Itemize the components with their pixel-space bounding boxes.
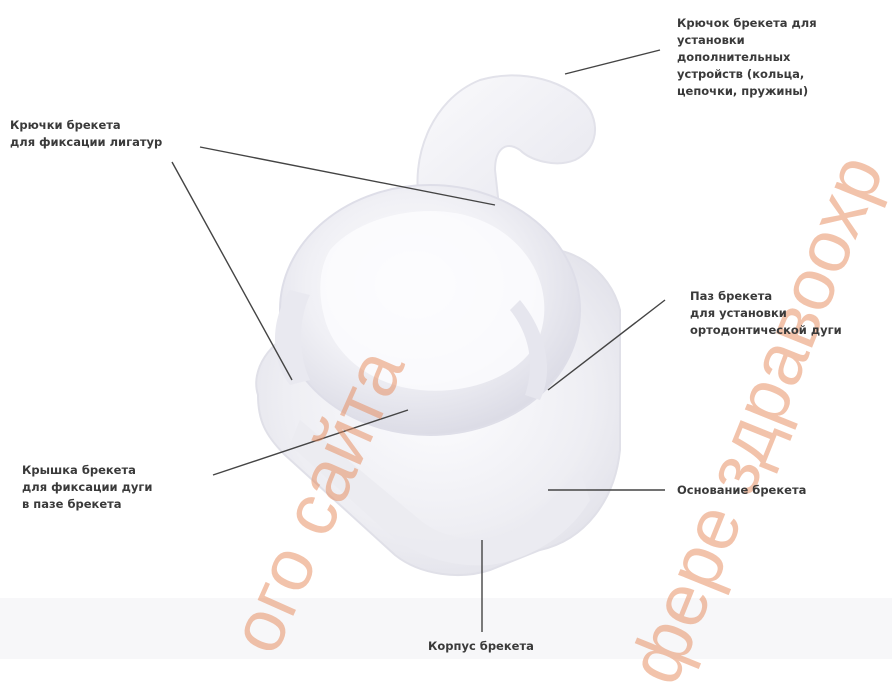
- label-cap: Крышка брекета для фиксации дуги в пазе …: [22, 462, 152, 513]
- label-slot: Паз брекета для установки ортодонтическо…: [690, 288, 842, 339]
- label-base: Основание брекета: [677, 482, 806, 499]
- leader-ligature-wing: [172, 162, 292, 380]
- leader-hook: [565, 50, 660, 74]
- label-body: Корпус брекета: [428, 638, 534, 655]
- label-ligature-hooks: Крючки брекета для фиксации лигатур: [10, 117, 162, 151]
- label-hook-devices: Крючок брекета для установки дополнитель…: [677, 15, 817, 100]
